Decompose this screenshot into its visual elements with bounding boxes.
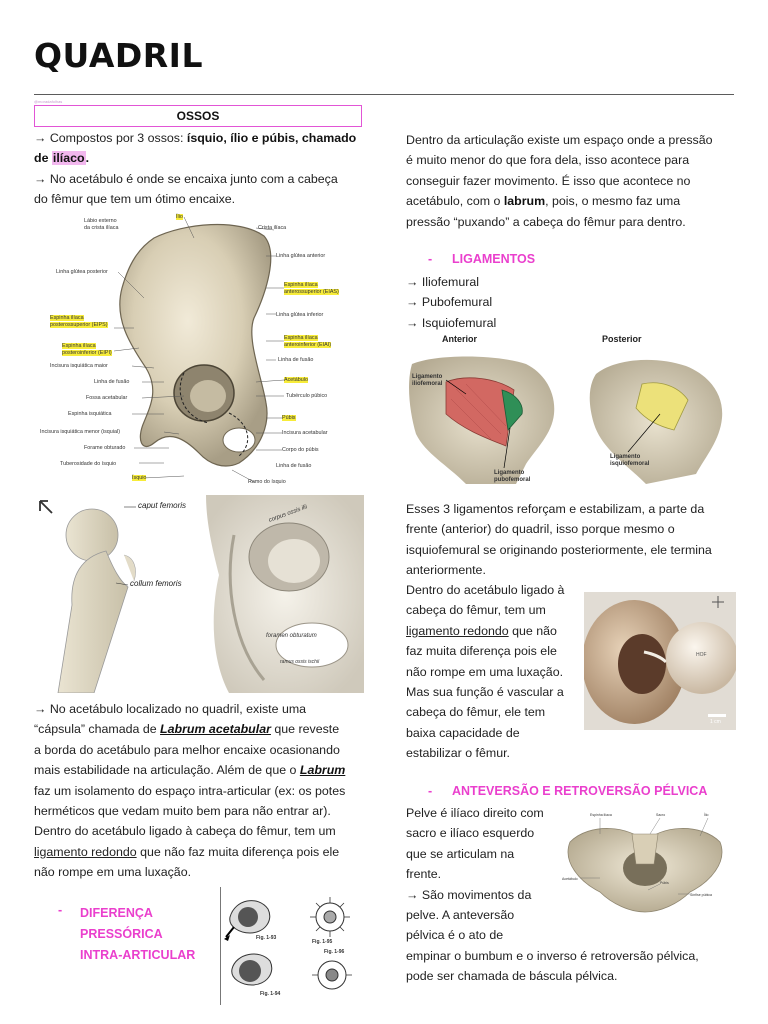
section-title-diferenca: DIFERENÇA PRESSÓRICA INTRA-ARTICULAR	[80, 906, 196, 962]
label-pubofemoral-2: pubofemoral	[494, 477, 531, 483]
label-eipi-2: posteroinferior (EIPI)	[62, 350, 112, 357]
ligament-item: → Iliofemural	[406, 275, 479, 289]
labrum-paragraph: → No acetábulo localizado no quadril, ex…	[34, 702, 346, 880]
label-isquiofemoral-2: isquiofemoral	[610, 461, 650, 467]
pressure-paragraph: Dentro da articulação existe um espaço o…	[406, 133, 713, 229]
label-hof: HOF	[696, 652, 707, 658]
label-lgp: Linha glútea posterior	[56, 269, 108, 275]
label-pelvis-b: Sacro	[656, 813, 666, 817]
femoral-head-photo: HOF 1 cm	[584, 592, 736, 730]
femur-illustration	[39, 495, 364, 693]
label-crista: da crista ilíaca	[84, 225, 119, 231]
hip-bone-illustration	[113, 216, 285, 483]
title-divider	[34, 94, 734, 95]
label-fig-96: Fig. 1-96	[324, 949, 345, 955]
label-caput: caput femoris	[138, 501, 187, 510]
label-eias-2: anterossuperior (EIAS)	[284, 289, 339, 296]
label-posterior: Posterior	[602, 334, 642, 344]
label-tuberosidade: Tuberosidade do ísquio	[60, 461, 117, 467]
label-espinha-isq: Espinha isquiática	[68, 411, 112, 417]
label-pubofemoral-1: Ligamento	[494, 470, 525, 476]
page-title: QUADRIL	[34, 36, 203, 75]
term-labrum: Labrum	[299, 763, 346, 778]
redondo-paragraph: Dentro do acetábulo ligado à cabeça do f…	[406, 583, 565, 761]
label-foramen: foramen obturatum	[266, 633, 317, 639]
label-pelvis-e: Púbis	[660, 881, 669, 885]
femur-acetabulum-figure: caput femoris collum femoris corpus ossi…	[34, 495, 364, 693]
watermark-text: @moradafolhas	[34, 99, 63, 104]
term-ligamento-redondo: ligamento redondo	[34, 844, 137, 859]
label-pelvis-f: Sínfise púbica	[690, 893, 712, 897]
label-anterior: Anterior	[442, 334, 478, 344]
label-incisura-menor: Incisura isquiática menor (isquial)	[40, 429, 120, 435]
pelvis-figure: Espinha ilíaca Sacro Ílio Acetábulo Púbi…	[560, 812, 730, 922]
ligament-item: → Isquiofemural	[406, 315, 497, 330]
label-pelvis-a: Espinha ilíaca	[590, 813, 612, 817]
label-incisura-acet: Incisura acetabular	[282, 430, 328, 436]
section-dash-diferenca: -	[58, 903, 63, 917]
label-fig-95: Fig. 1-95	[312, 939, 333, 945]
label-iliofemoral-2: iliofemoral	[412, 381, 443, 387]
label-fig-94: Fig. 1-94	[260, 991, 281, 997]
highlight-iliaco: ilíaco	[51, 151, 86, 166]
label-labio: Lábio externo	[84, 218, 117, 224]
term-labrum-acetabular: Labrum acetabular	[160, 722, 271, 737]
section-title-ligamentos: LIGAMENTOS	[452, 252, 536, 266]
label-ramo: Ramo do ísquio	[248, 479, 286, 485]
label-fig-93: Fig. 1-93	[256, 935, 277, 941]
ligament-item: → Pubofemural	[406, 295, 493, 310]
pelvis-paragraph: Pelve é ilíaco direito com sacro e ilíac…	[406, 806, 699, 984]
label-pelvis-c: Ílio	[704, 813, 709, 817]
section-dash-anteversao: -	[428, 784, 433, 798]
label-linha-fusao-l: Linha de fusão	[94, 379, 130, 385]
label-eips-1: Espinha ilíaca	[50, 315, 84, 322]
pressure-diagrams	[224, 897, 352, 990]
label-iliofemoral-1: Ligamento	[412, 374, 443, 380]
ligament-list: → Iliofemural → Pubofemural → Isquiofemu…	[406, 272, 496, 333]
pelvis-illustration	[567, 817, 723, 913]
ligaments-figure: Anterior Posterior Ligamento iliofemoral…	[406, 334, 732, 492]
label-fossa: Fossa acetabular	[86, 395, 128, 401]
label-pelvis-d: Acetábulo	[562, 877, 578, 881]
label-scale: 1 cm	[710, 719, 721, 725]
term-labrum-right: labrum	[503, 194, 546, 209]
label-eipi-1: Espinha ilíaca	[62, 343, 96, 350]
label-lgi: Linha glútea inferior	[276, 312, 324, 318]
ossos-title-box: OSSOS	[34, 105, 362, 127]
label-ilio: Ílio	[176, 214, 183, 221]
ligaments-paragraph: Esses 3 ligamentos reforçam e estabiliza…	[406, 502, 712, 578]
label-linha-fusao-b: Linha de fusão	[276, 463, 312, 469]
label-forame: Forame obturado	[84, 445, 126, 451]
section-dash-ligamentos: -	[428, 252, 433, 266]
label-lga: Linha glútea anterior	[276, 253, 326, 259]
term-ligamento-redondo-right: ligamento redondo	[406, 623, 509, 638]
label-incisura-maior: Incisura isquiática maior	[50, 363, 108, 369]
figure-border	[220, 887, 221, 1005]
label-collum: collum femoris	[130, 579, 182, 588]
pressure-figure: Fig. 1-93 Fig. 1-95 Fig. 1-96 Fig. 1-94	[220, 887, 366, 1005]
label-crista-iliaca: Crista ilíaca	[258, 225, 287, 231]
label-corpo-pubis: Corpo do púbis	[282, 447, 319, 453]
label-eiai-1: Espinha ilíaca	[284, 335, 318, 342]
label-pubis: Púbis	[282, 415, 296, 422]
label-ramus: ramus ossis ischii	[280, 659, 320, 665]
label-isquio: Ísquio	[132, 475, 147, 482]
label-tuberculo: Tubérculo púbico	[286, 393, 328, 399]
label-eips-2: posterossuperior (EIPS)	[50, 322, 108, 329]
section-title-anteversao: ANTEVERSÃO E RETROVERSÃO PÉLVICA	[452, 784, 708, 798]
ligaments-illustration	[409, 356, 723, 484]
ossos-paragraph: → Compostos por 3 ossos: ísquio, ílio e …	[34, 131, 357, 207]
label-eiai-2: anteroinferior (EIAI)	[284, 342, 332, 349]
femoral-head-illustration	[584, 592, 736, 730]
hip-bone-figure: Lábio externo da crista ilíaca Ílio Cris…	[34, 208, 374, 490]
label-linha-fusao-r: Linha de fusão	[278, 357, 314, 363]
label-acetabulo: Acetábulo	[284, 377, 308, 384]
label-isquiofemoral-1: Ligamento	[610, 454, 641, 460]
label-eias-1: Espinha ilíaca	[284, 282, 318, 289]
